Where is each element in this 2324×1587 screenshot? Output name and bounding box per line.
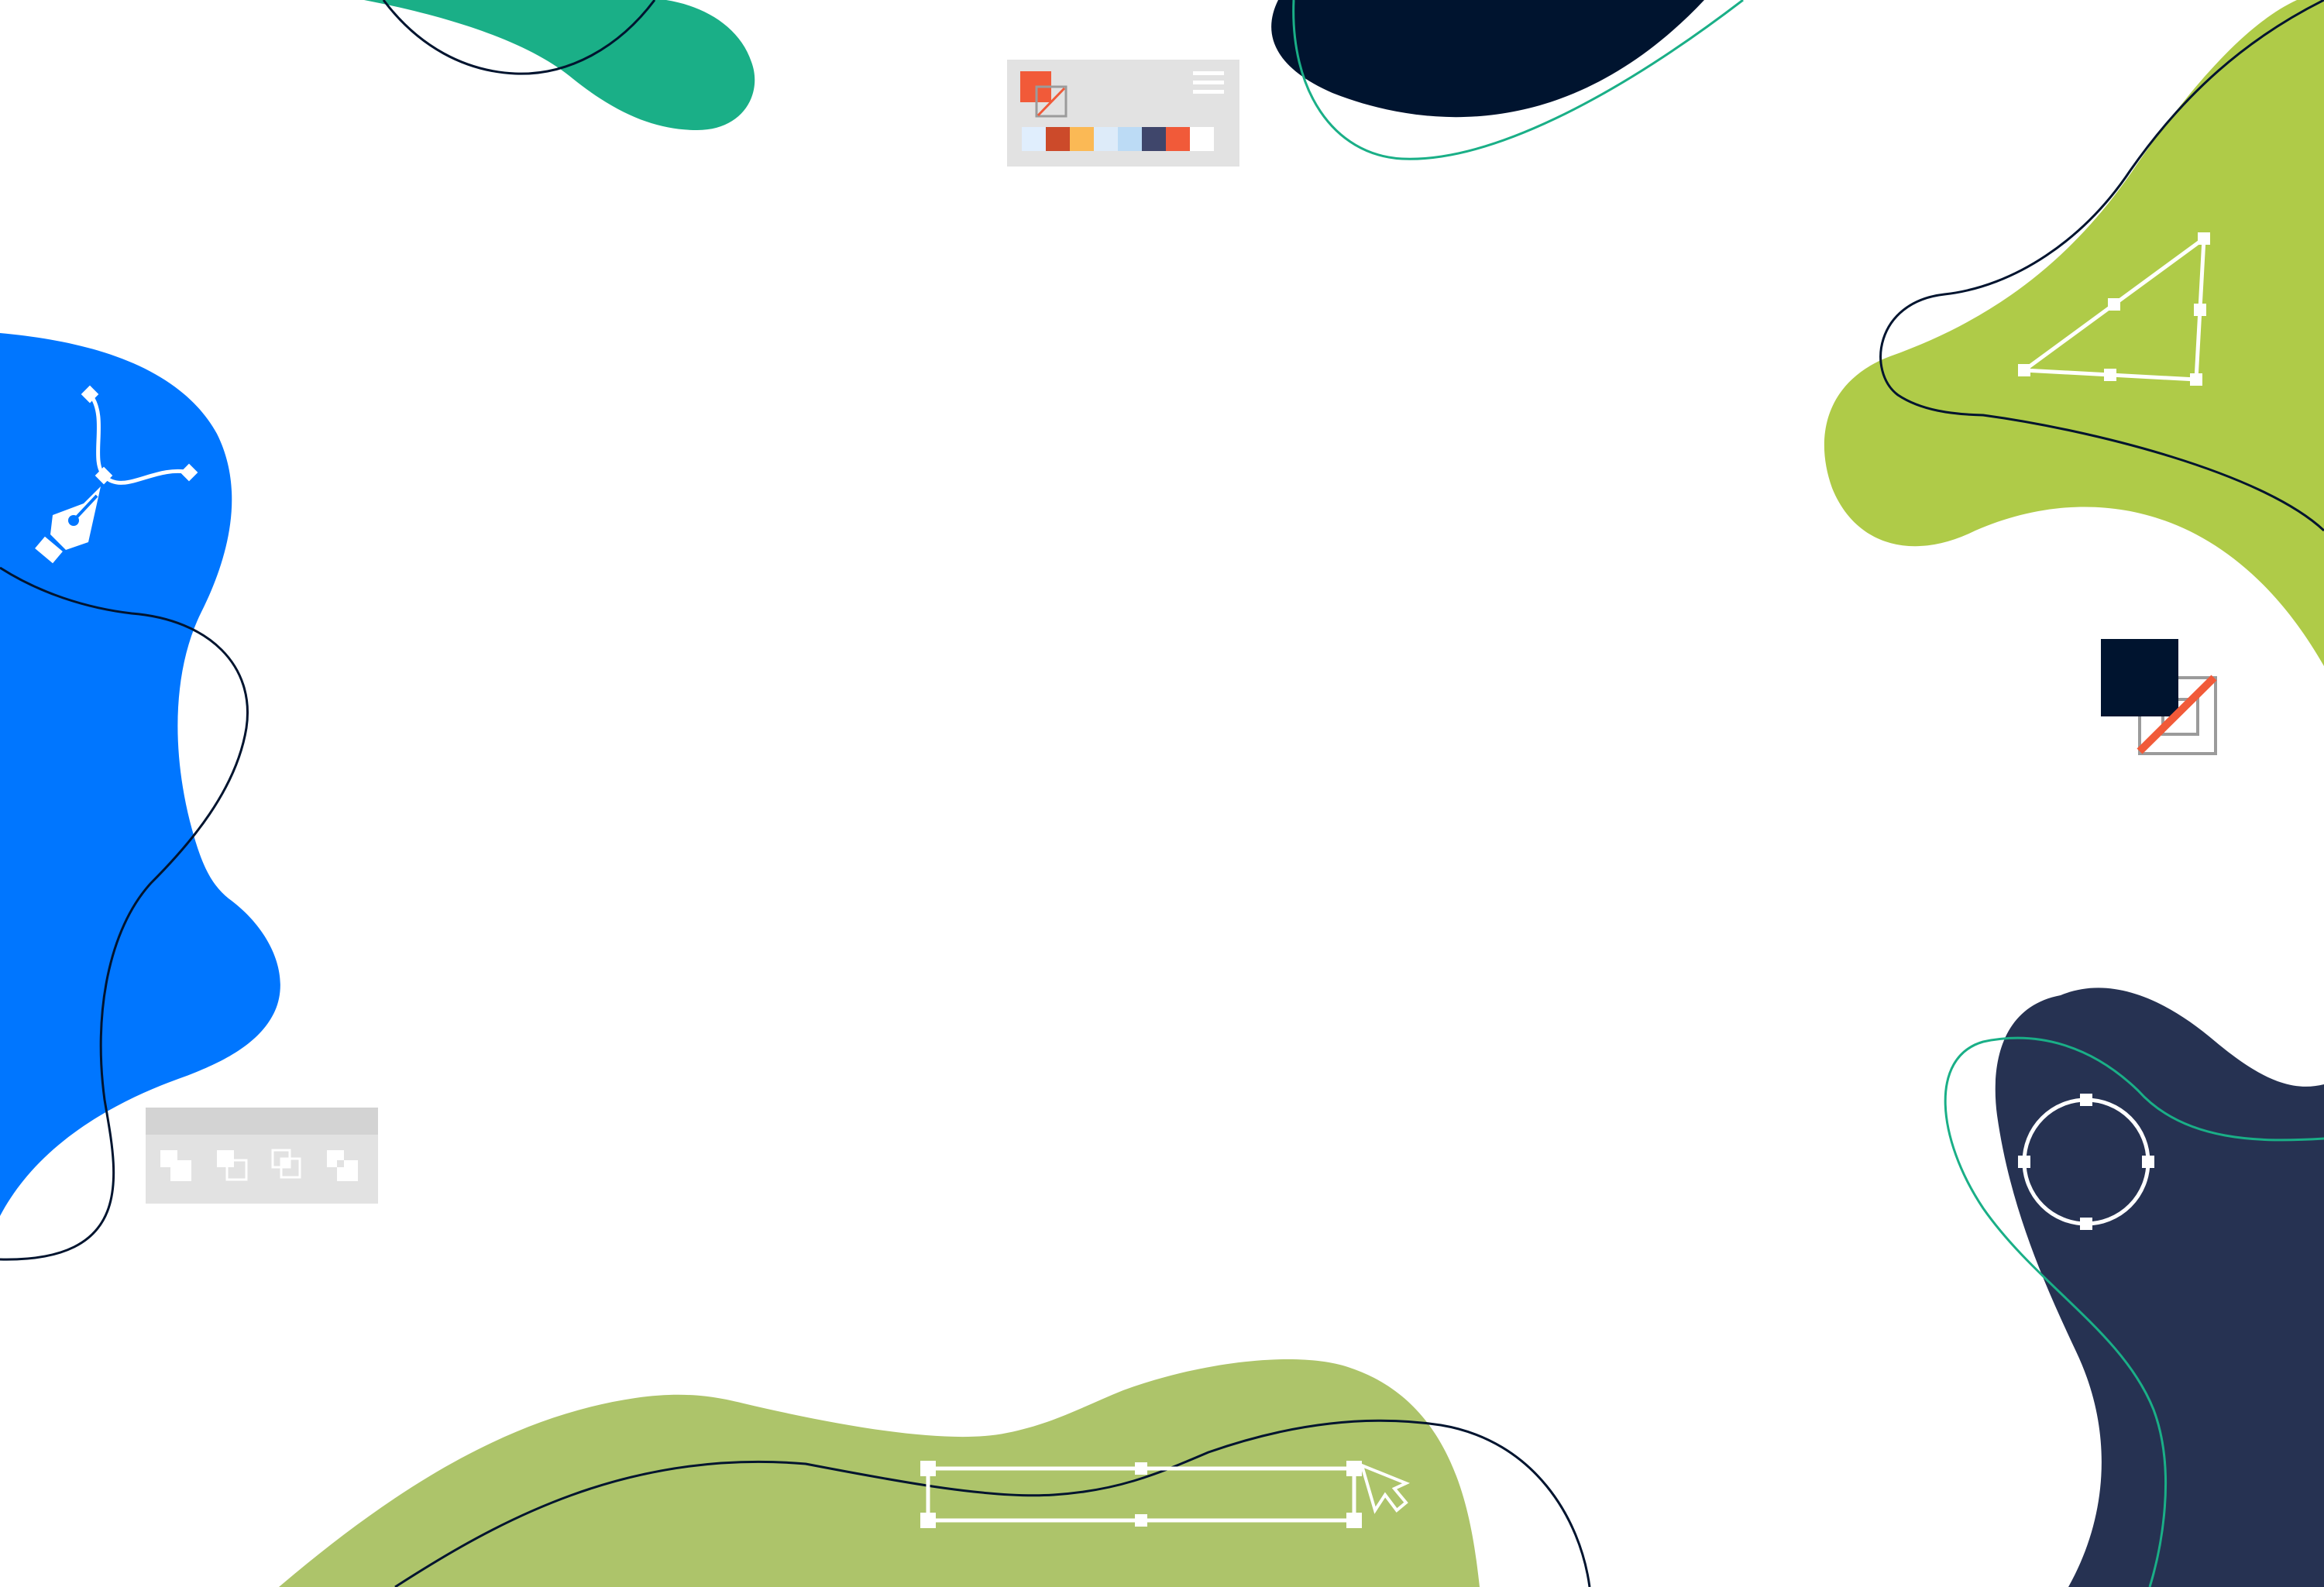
circle-anchor-path-icon bbox=[2018, 1094, 2154, 1230]
color-swatch[interactable] bbox=[1118, 127, 1142, 151]
color-swatch[interactable] bbox=[1166, 127, 1190, 151]
navy-blob-teal-curve bbox=[1292, 0, 1744, 160]
pathfinder-panel[interactable] bbox=[146, 1108, 378, 1204]
exclude-icon[interactable] bbox=[327, 1150, 358, 1181]
slate-blob-teal-curve bbox=[1944, 1036, 2324, 1587]
pen-tool-icon bbox=[35, 486, 101, 564]
color-swatch[interactable] bbox=[1046, 127, 1070, 151]
unite-icon[interactable] bbox=[160, 1150, 191, 1181]
color-swatch[interactable] bbox=[1190, 127, 1214, 151]
minus-front-icon[interactable] bbox=[217, 1150, 248, 1181]
slate-blob bbox=[1995, 988, 2324, 1587]
blue-blob-outline-curve bbox=[0, 566, 249, 1261]
intersect-icon[interactable] bbox=[271, 1149, 301, 1179]
color-swatch[interactable] bbox=[1070, 127, 1094, 151]
teal-blob-outline-curve bbox=[382, 0, 656, 75]
pathfinder-panel-header bbox=[146, 1108, 378, 1135]
stroke-none-slash-icon bbox=[1037, 87, 1066, 117]
color-swatch[interactable] bbox=[1094, 127, 1118, 151]
swatch-panel[interactable] bbox=[1007, 60, 1239, 167]
arrow-cursor-icon bbox=[1359, 1462, 1411, 1514]
stroke-color-indicator[interactable] bbox=[1035, 85, 1067, 118]
fill-stroke-none-icon bbox=[2101, 639, 2217, 755]
triangle-anchor-path-icon bbox=[2018, 232, 2210, 386]
hamburger-menu-icon[interactable] bbox=[1193, 71, 1224, 94]
color-swatch[interactable] bbox=[1142, 127, 1166, 151]
navy-blob bbox=[1271, 0, 1704, 118]
color-swatch[interactable] bbox=[1022, 127, 1046, 151]
lime-blob-outline-curve bbox=[1879, 0, 2324, 532]
rectangle-selection-icon bbox=[920, 1461, 1362, 1528]
olive-blob-outline-curve bbox=[394, 1419, 1591, 1587]
olive-blob bbox=[279, 1359, 1480, 1587]
blue-blob bbox=[0, 333, 280, 1216]
teal-blob bbox=[364, 0, 755, 130]
swatch-row bbox=[1022, 127, 1214, 151]
